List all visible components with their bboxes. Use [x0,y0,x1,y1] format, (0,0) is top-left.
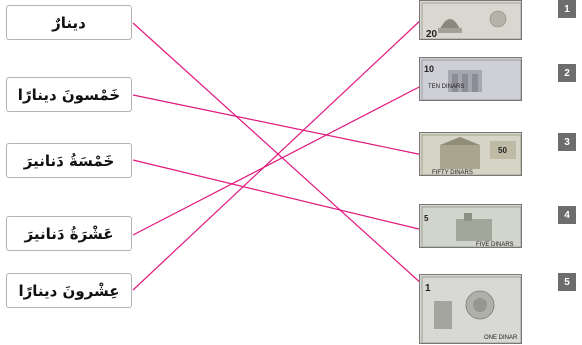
banknote-3[interactable]: 50 FIFTY DINARS [419,132,522,176]
label-text: عِشْرونَ دينارًا [18,281,120,300]
label-text: دينارٌ [52,13,86,32]
line-five-to-note-4 [132,159,424,231]
label-text: خَمْسَةُ دَنانيرَ [23,151,115,170]
banknote-caption: FIFTY DINARS [432,170,473,176]
banknote-1[interactable]: 20 [419,0,522,40]
number-badge-4: 4 [558,206,576,224]
label-box-twenty-dinars[interactable]: عِشْرونَ دينارًا [6,273,132,308]
label-box-dinar[interactable]: دينارٌ [6,5,132,40]
banknote-image: 20 [420,1,521,40]
number-badge-5: 5 [558,273,576,291]
label-box-fifty-dinars[interactable]: خَمْسونَ دينارًا [6,77,132,112]
number-badge-2: 2 [558,64,576,82]
banknote-caption: ONE DINAR [484,335,518,341]
banknote-denomination: 10 [424,64,434,74]
banknote-2[interactable]: 10 TEN DINARS [419,57,522,101]
banknote-denomination: 50 [498,146,507,155]
label-box-five-dinars[interactable]: خَمْسَةُ دَنانيرَ [6,143,132,178]
banknote-denomination: 5 [424,214,429,223]
label-text: خَمْسونَ دينارًا [17,85,121,104]
banknote-image: 10 TEN DINARS [420,58,521,100]
banknote-caption: TEN DINARS [428,84,464,90]
number-badge-1: 1 [558,0,576,18]
label-text: عَشْرَةُ دَنانيرَ [24,224,114,243]
banknote-5[interactable]: 1 ONE DINAR [419,274,522,344]
banknote-caption: FIVE DINARS [476,242,514,248]
banknote-image: 1 ONE DINAR [420,275,521,343]
banknote-4[interactable]: 5 FIVE DINARS [419,204,522,248]
line-fifty-to-note-3 [132,94,424,156]
banknote-denomination: 1 [425,283,431,294]
banknote-image: 50 FIFTY DINARS [420,133,521,176]
line-ten-to-note-2 [132,84,424,236]
line-twenty-to-note-1 [132,17,424,291]
banknote-denomination: 20 [426,29,438,40]
label-box-ten-dinars[interactable]: عَشْرَةُ دَنانيرَ [6,216,132,251]
number-badge-3: 3 [558,133,576,151]
banknote-image: 5 FIVE DINARS [420,205,521,248]
